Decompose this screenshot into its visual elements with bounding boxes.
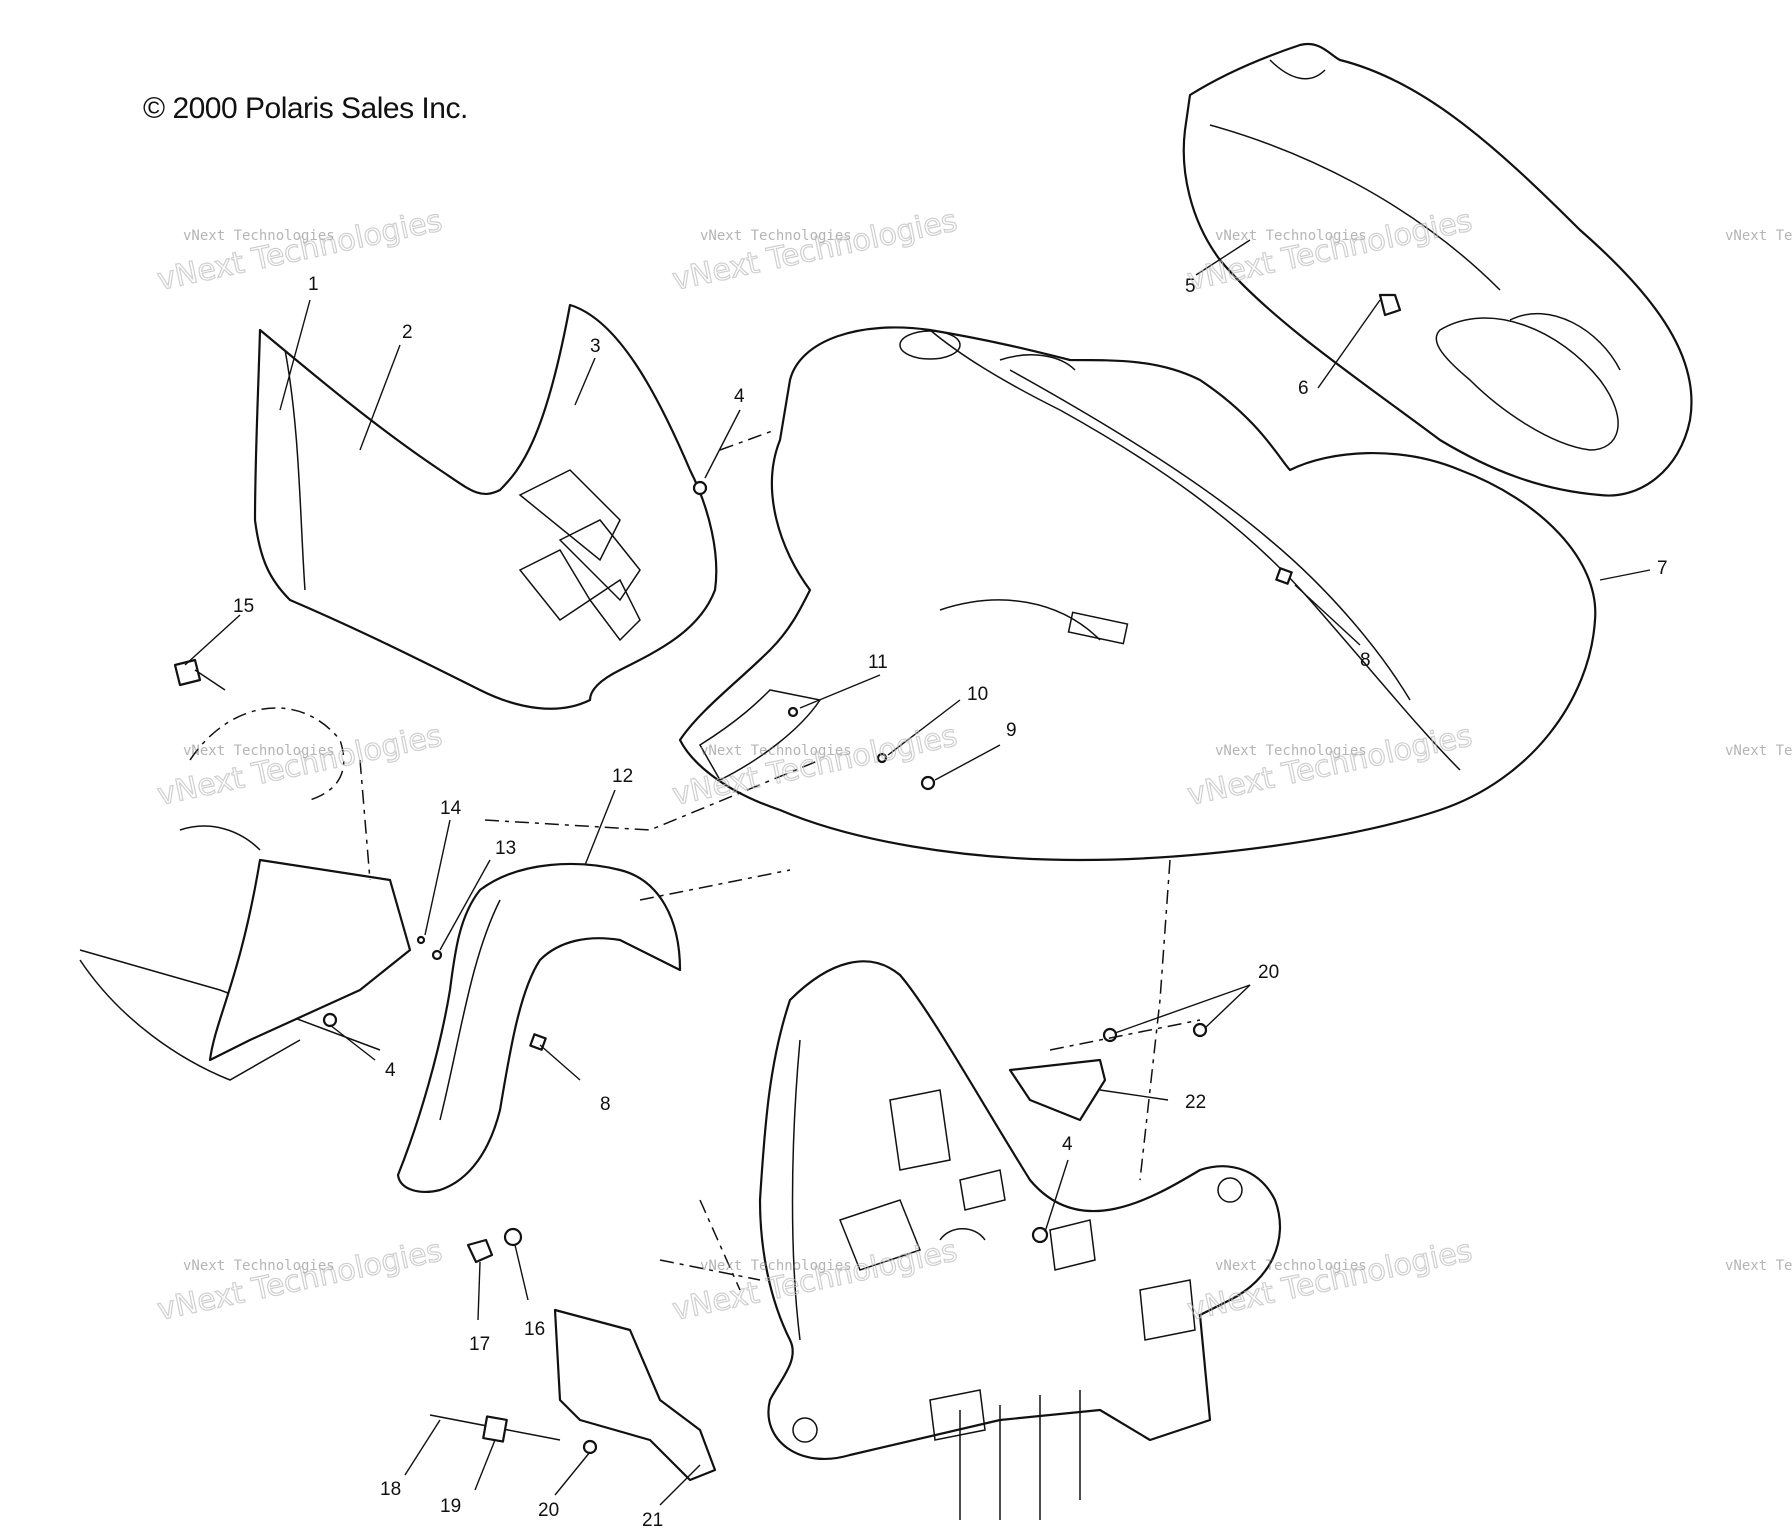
watermark-text: vNext Technologies	[700, 1258, 852, 1274]
watermark-text: vNext Technologies	[700, 743, 852, 759]
hardware	[173, 293, 1402, 1455]
watermark-text: vNext Technologies	[1215, 743, 1367, 759]
callout-4-left: 4	[385, 1060, 396, 1081]
leader-lines	[184, 239, 1651, 1506]
part-7-front-fender	[678, 326, 1597, 862]
callout-16: 16	[524, 1319, 545, 1340]
watermark-text: vNext Technologies	[1725, 743, 1792, 759]
callout-19: 19	[440, 1496, 461, 1517]
watermark-text: vNext Technologies	[1215, 1258, 1367, 1274]
callout-17: 17	[469, 1334, 490, 1355]
callout-10: 10	[967, 684, 988, 705]
callout-4-frame: 4	[1062, 1134, 1073, 1155]
callout-4: 4	[734, 386, 745, 407]
callout-6: 6	[1298, 378, 1309, 399]
callout-2: 2	[402, 322, 413, 343]
callout-21: 21	[642, 1510, 663, 1531]
callout-1: 1	[308, 274, 319, 295]
alignment-lines	[359, 429, 1201, 1291]
callout-14: 14	[440, 798, 462, 819]
part-5-rear-cover	[1182, 42, 1693, 497]
part-12-fender-flare	[396, 862, 682, 1193]
watermark-text: vNext Technologies	[1215, 228, 1367, 244]
callout-7: 7	[1657, 558, 1668, 579]
callout-18: 18	[380, 1479, 401, 1500]
callout-13: 13	[495, 838, 516, 859]
watermark-text: vNext Technologies	[154, 718, 445, 813]
callout-15: 15	[233, 596, 254, 617]
callout-5: 5	[1185, 276, 1196, 297]
watermark-text: vNext Technologies	[154, 203, 445, 298]
callout-8: 8	[1360, 650, 1371, 671]
callout-22: 22	[1185, 1092, 1206, 1113]
callout-12: 12	[612, 766, 633, 787]
watermark-text: vNext Technologies	[1725, 1258, 1792, 1274]
callout-20-bottom: 20	[538, 1500, 559, 1521]
watermark-text: vNext Technologies	[183, 743, 335, 759]
callout-8-left: 8	[600, 1094, 611, 1115]
watermark-text: vNext Technologies	[154, 1233, 445, 1328]
callout-20-right: 20	[1258, 962, 1279, 983]
part-1-3-footwell-panel	[253, 303, 718, 710]
part-22-bracket	[1008, 1058, 1107, 1122]
watermark-text: vNext Technologies	[183, 1258, 335, 1274]
watermark-text: vNext Technologies	[669, 203, 960, 298]
left-footrest-assembly	[79, 707, 412, 1081]
callout-11: 11	[868, 652, 888, 673]
callout-numbers: 1 2 3 4 5 6 7 8 9 10 11 12 13 14 15 4 8 …	[233, 274, 1668, 1531]
copyright-notice: © 2000 Polaris Sales Inc.	[143, 92, 468, 125]
watermark-text: vNext Technologies	[700, 228, 852, 244]
watermark-text: vNext Technologies	[1725, 228, 1792, 244]
callout-3: 3	[590, 336, 601, 357]
frame-assembly	[758, 960, 1282, 1520]
watermark-text: vNext Technologies	[183, 228, 335, 244]
part-21-side-plate	[553, 1308, 717, 1482]
callout-9: 9	[1006, 720, 1017, 741]
